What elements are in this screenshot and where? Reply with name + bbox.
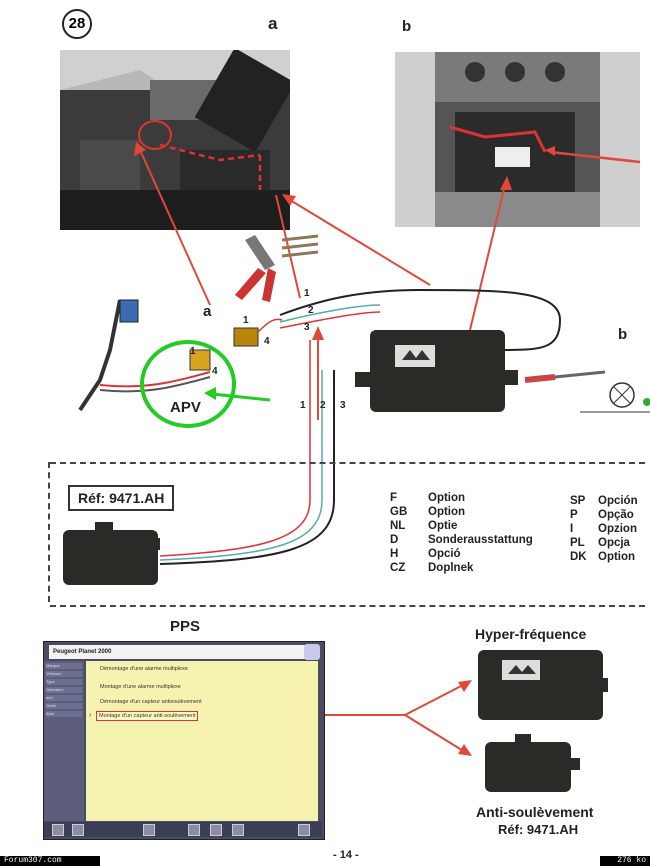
pps-nav-button[interactable] — [188, 824, 200, 836]
pps-sidebar: Marque Véhicule Type Opération Info Outi… — [44, 661, 84, 821]
connector-arrow — [257, 318, 283, 333]
apv-green-arrow — [211, 392, 271, 402]
pps-window-title: Peugeot Planet 2000 — [49, 645, 305, 659]
arrow-head-2 — [282, 194, 296, 206]
page-number: - 14 - — [333, 849, 359, 861]
anti-lift-module-top — [63, 522, 160, 585]
arrow-head-3 — [500, 176, 512, 190]
pps-menu-item[interactable]: Démontage d'un capteur antisoulèvement — [100, 699, 202, 705]
pps-side-item[interactable]: Aide — [46, 711, 82, 717]
pps-side-item[interactable]: Véhicule — [46, 671, 82, 677]
pps-selector-arrow-icon: › — [89, 712, 92, 719]
separator-top — [50, 462, 645, 464]
apv-connector — [189, 349, 211, 371]
pps-nav-button[interactable] — [210, 824, 222, 836]
pps-menu-item[interactable]: Montage d'une alarme multiplexe — [100, 684, 181, 690]
pps-bottom-bar — [44, 822, 322, 837]
connector-pin-1: 1 — [243, 315, 249, 326]
hyper-frequency-label: Hyper-fréquence — [475, 626, 587, 642]
hyper-frequency-module — [355, 330, 518, 412]
apv-highlight-circle — [140, 340, 236, 428]
harness-cable — [78, 299, 122, 412]
panel-label-a: a — [268, 14, 278, 33]
cable-pin-2: 2 — [320, 400, 326, 411]
wire-module-to-cable-3 — [279, 311, 381, 329]
pps-side-item[interactable]: Opération — [46, 687, 82, 693]
apv-pin-1: 1 — [190, 346, 196, 357]
wire-down-3 — [159, 370, 335, 565]
pps-nav-button[interactable] — [232, 824, 244, 836]
pps-nav-button[interactable] — [52, 824, 64, 836]
crimp-tool-icon — [235, 235, 276, 302]
anti-lift-label: Anti-soulèvement — [476, 804, 594, 820]
pps-menu-item-selected[interactable]: Montage d'un capteur anti-soulèvement — [96, 711, 199, 721]
wire-terminals-icon — [281, 234, 319, 258]
reference-box-top: Réf: 9471.AH — [68, 485, 175, 511]
pps-side-item[interactable]: Info — [46, 695, 82, 701]
panel-label-b-mid: b — [618, 326, 628, 343]
step-number-badge: 28 — [62, 9, 92, 39]
apv-label: APV — [170, 399, 201, 416]
pps-heading: PPS — [170, 618, 201, 635]
footer-source: Forum307.com — [0, 856, 100, 866]
pps-nav-button[interactable] — [72, 824, 84, 836]
pps-nav-button[interactable] — [298, 824, 310, 836]
pps-menu-item[interactable]: Démontage d'une alarme multiplexe — [100, 666, 188, 672]
pps-side-item[interactable]: Type — [46, 679, 82, 685]
pps-side-item[interactable]: Outils — [46, 703, 82, 709]
panel-label-b: b — [402, 18, 412, 35]
arrow-head-1 — [134, 142, 146, 156]
wire-down-2 — [159, 370, 323, 561]
pps-nav-button[interactable] — [143, 824, 155, 836]
pps-main-panel — [86, 661, 318, 821]
photo-dashboard-left — [60, 50, 290, 230]
reference-bottom: Réf: 9471.AH — [498, 822, 579, 837]
wire-pin-3: 3 — [304, 322, 310, 333]
connector-a-small — [233, 327, 259, 347]
wire-pin-1: 1 — [304, 288, 310, 299]
connector-pin-4: 4 — [264, 336, 270, 347]
wire-module-to-cable-2 — [279, 304, 381, 323]
panel-label-a-mid: a — [203, 303, 212, 320]
step-number: 28 — [68, 15, 86, 32]
cable-pin-3: 3 — [340, 400, 346, 411]
wire-pin-2: 2 — [308, 305, 314, 316]
arrow-to-photo-a-3 — [289, 199, 431, 286]
wire-down-1 — [159, 340, 311, 557]
apv-pin-4: 4 — [212, 366, 218, 377]
peugeot-logo-icon — [304, 644, 320, 660]
pps-side-item[interactable]: Marque — [46, 663, 82, 669]
harness-wires — [99, 371, 211, 388]
photo-center-console — [395, 52, 640, 227]
hyper-frequency-module-small — [478, 650, 608, 720]
footer-size: 276 ko — [600, 856, 650, 866]
anti-lift-module-small — [485, 734, 580, 792]
arrow-to-photo-a-1 — [139, 149, 211, 306]
cable-pin-1: 1 — [300, 400, 306, 411]
separator-left — [48, 462, 50, 602]
separator-bottom — [50, 605, 645, 607]
wire-module-to-cable-1 — [279, 288, 562, 351]
arrow-to-photo-b — [469, 184, 506, 331]
harness-plug — [119, 299, 139, 323]
screw-icon — [609, 382, 635, 408]
